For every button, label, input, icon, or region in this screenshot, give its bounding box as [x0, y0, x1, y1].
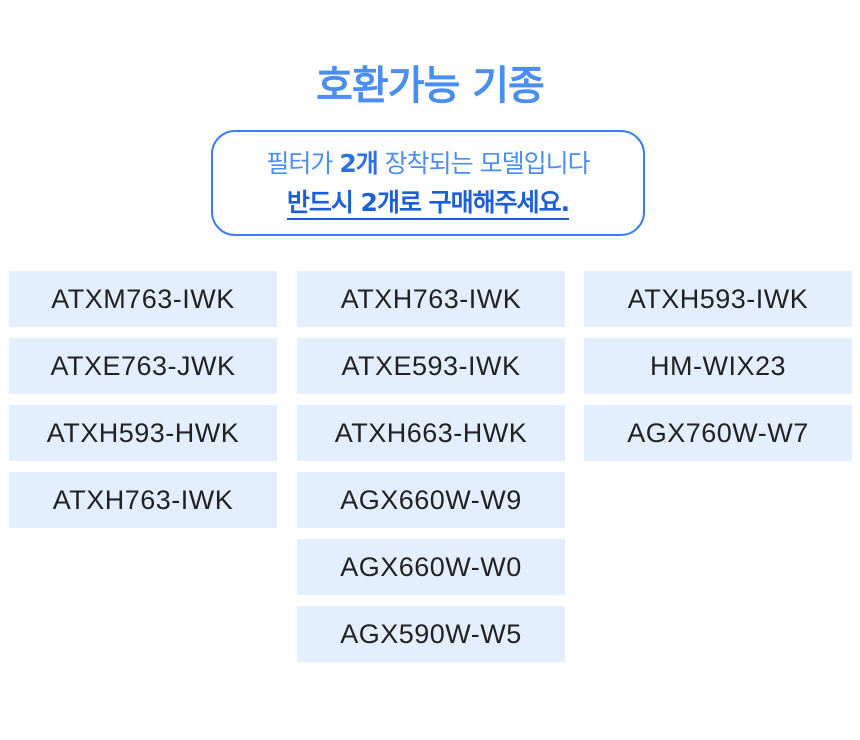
page-title: 호환가능 기종 [316, 63, 545, 109]
model-cell: ATXH763-IWK [9, 472, 277, 528]
model-cell: AGX660W-W9 [297, 472, 565, 528]
model-cell: ATXH593-HWK [9, 405, 277, 461]
notice-line-1: 필터가 2개 장착되는 모델입니다 [213, 147, 643, 181]
model-cell: ATXM763-IWK [9, 271, 277, 327]
notice-text-pre: 필터가 [266, 149, 340, 178]
model-cell: ATXH593-IWK [584, 271, 852, 327]
model-cell: ATXE763-JWK [9, 338, 277, 394]
model-cell: ATXH763-IWK [297, 271, 565, 327]
notice-purchase-warning: 반드시 2개로 구매해주세요. [286, 188, 570, 220]
model-cell: AGX660W-W0 [297, 539, 565, 595]
model-cell: ATXE593-IWK [297, 338, 565, 394]
model-cell: AGX590W-W5 [297, 606, 565, 662]
model-cell: AGX760W-W7 [584, 405, 852, 461]
notice-text-post: 장착되는 모델입니다 [377, 149, 591, 178]
model-cell: ATXH663-HWK [297, 405, 565, 461]
notice-line-2: 반드시 2개로 구매해주세요. [213, 186, 643, 220]
model-cell: HM-WIX23 [584, 338, 852, 394]
notice-box: 필터가 2개 장착되는 모델입니다 반드시 2개로 구매해주세요. [211, 130, 645, 236]
notice-filter-count: 2개 [339, 149, 378, 178]
